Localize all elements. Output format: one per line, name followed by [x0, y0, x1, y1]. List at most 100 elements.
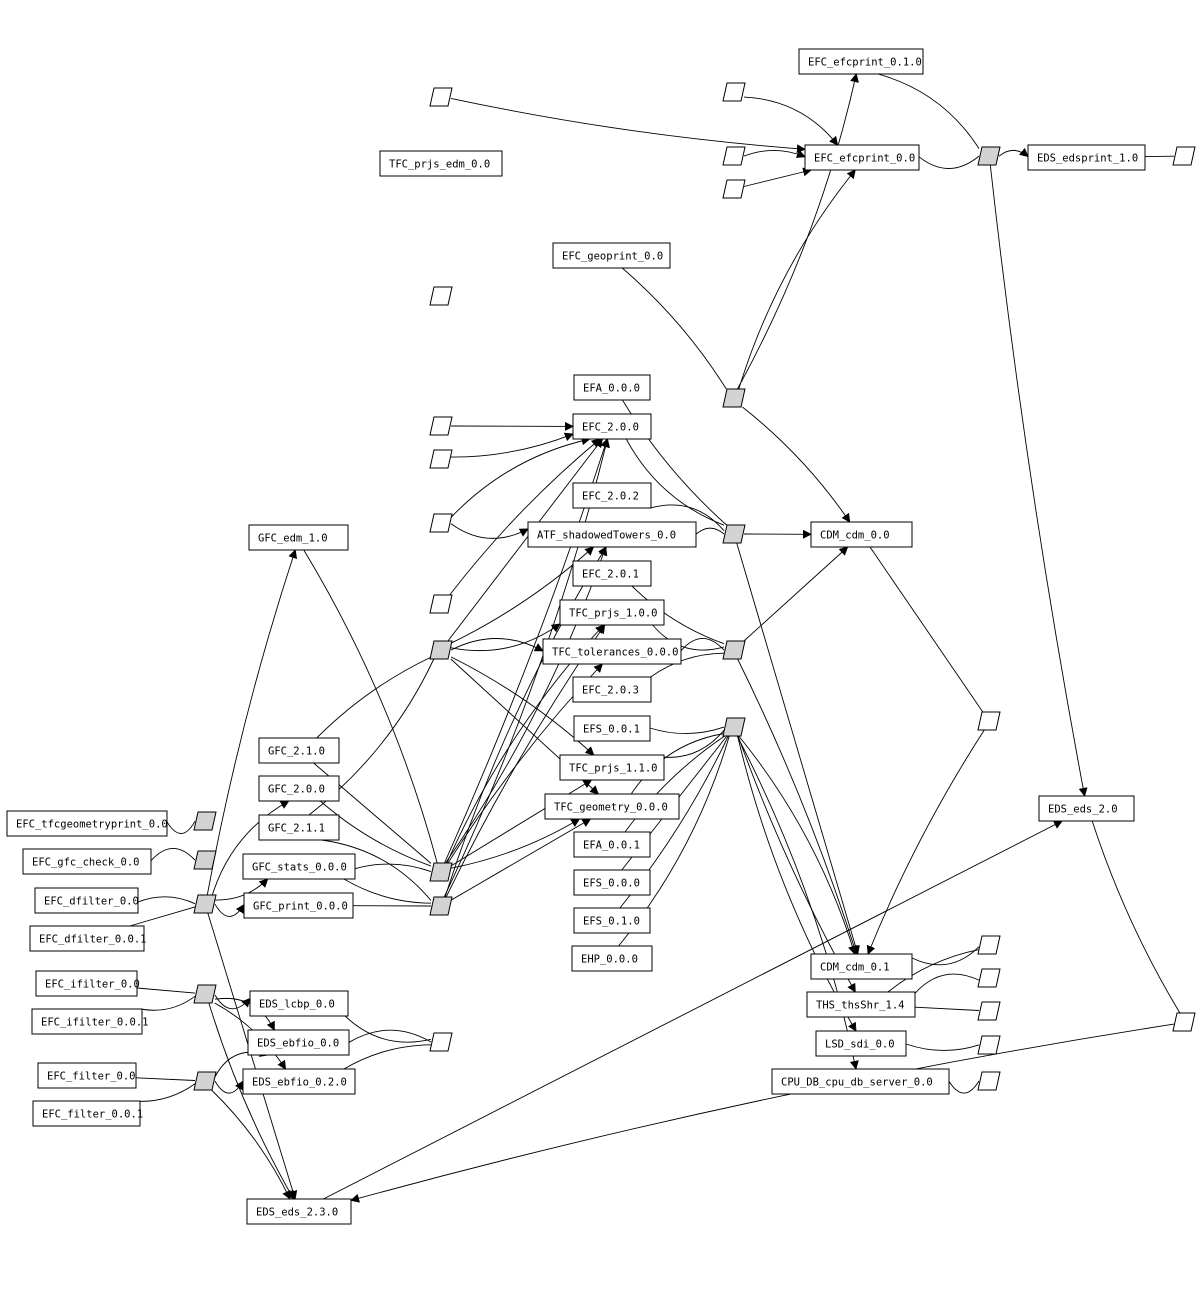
node-ehp_000[interactable]: EHP_0.0.0	[571, 945, 653, 972]
node-box[interactable]	[810, 521, 913, 548]
junction-white-p9[interactable]	[429, 513, 453, 533]
node-box[interactable]	[815, 1030, 907, 1057]
node-box[interactable]	[34, 887, 139, 914]
junction-white-p12[interactable]	[977, 935, 1001, 955]
node-box[interactable]	[242, 853, 356, 880]
junction-white-p5[interactable]	[1172, 146, 1196, 166]
node-box[interactable]	[573, 831, 651, 858]
node-cpu_db[interactable]: CPU_DB_cpu_db_server_0.0	[771, 1068, 950, 1095]
node-box[interactable]	[798, 48, 924, 75]
node-box[interactable]	[31, 1008, 143, 1035]
node-box[interactable]	[572, 560, 652, 587]
junction-white-p8[interactable]	[429, 449, 453, 469]
node-tfc_prjs_110[interactable]: TFC_prjs_1.1.0	[559, 754, 665, 781]
node-box[interactable]	[243, 892, 354, 919]
node-eds_230[interactable]: EDS_eds_2.3.0	[246, 1198, 352, 1225]
node-atf[interactable]: ATF_shadowedTowers_0.0	[527, 521, 697, 548]
node-efa_001[interactable]: EFA_0.0.1	[573, 831, 651, 858]
node-box[interactable]	[22, 848, 152, 875]
node-dfilter_00[interactable]: EFC_dfilter_0.0	[34, 887, 139, 914]
node-box[interactable]	[248, 524, 349, 551]
node-box[interactable]	[247, 1029, 350, 1056]
node-gfc_print[interactable]: GFC_print_0.0.0	[243, 892, 354, 919]
node-box[interactable]	[572, 413, 652, 440]
node-lsd[interactable]: LSD_sdi_0.0	[815, 1030, 907, 1057]
node-box[interactable]	[572, 676, 652, 703]
node-box[interactable]	[258, 737, 340, 764]
node-gfc_stats[interactable]: GFC_stats_0.0.0	[242, 853, 356, 880]
node-efs_000[interactable]: EFS_0.0.0	[573, 869, 651, 896]
node-box[interactable]	[242, 1068, 356, 1095]
node-efs_001[interactable]: EFS_0.0.1	[573, 715, 651, 742]
node-box[interactable]	[258, 814, 340, 841]
node-box[interactable]	[559, 599, 665, 626]
node-box[interactable]	[527, 521, 697, 548]
node-box[interactable]	[806, 991, 916, 1018]
junction-white-p18[interactable]	[1172, 1012, 1196, 1032]
junction-gray-g2[interactable]	[977, 146, 1001, 166]
node-box[interactable]	[1038, 795, 1135, 822]
node-ifilter_001[interactable]: EFC_ifilter_0.0.1	[31, 1008, 148, 1035]
node-box[interactable]	[29, 925, 145, 952]
junction-white-p2[interactable]	[722, 82, 746, 102]
node-efc_200[interactable]: EFC_2.0.0	[572, 413, 652, 440]
node-box[interactable]	[542, 638, 682, 665]
node-gfc_check[interactable]: EFC_gfc_check_0.0	[22, 848, 152, 875]
junction-gray-g1[interactable]	[722, 388, 746, 408]
junction-gray-g8[interactable]	[722, 640, 746, 660]
node-efs_010[interactable]: EFS_0.1.0	[573, 907, 651, 934]
node-box[interactable]	[573, 374, 651, 401]
junction-white-p17[interactable]	[429, 1032, 453, 1052]
node-gfc_edm[interactable]: GFC_edm_1.0	[248, 524, 349, 551]
junction-gray-g6[interactable]	[429, 896, 453, 916]
node-box[interactable]	[573, 715, 651, 742]
junction-gray-g11[interactable]	[193, 894, 217, 914]
node-efcprint_010[interactable]: EFC_efcprint_0.1.0	[798, 48, 924, 75]
node-tfc_tol[interactable]: TFC_tolerances_0.0.0	[542, 638, 682, 665]
node-box[interactable]	[379, 150, 503, 177]
junction-white-p13[interactable]	[977, 968, 1001, 988]
junction-white-p4[interactable]	[722, 179, 746, 199]
node-tfc_prjs_100[interactable]: TFC_prjs_1.0.0	[559, 599, 665, 626]
node-eds_lcbp[interactable]: EDS_lcbp_0.0	[249, 990, 349, 1017]
node-box[interactable]	[6, 810, 168, 837]
node-gfc_211[interactable]: GFC_2.1.1	[258, 814, 340, 841]
junction-gray-g7[interactable]	[722, 524, 746, 544]
node-box[interactable]	[810, 953, 913, 980]
node-eds_ebfio_00[interactable]: EDS_ebfio_0.0	[247, 1029, 350, 1056]
node-geoprint[interactable]: EFC_geoprint_0.0	[552, 242, 671, 269]
node-efcprint_00[interactable]: EFC_efcprint_0.0	[804, 144, 920, 171]
node-box[interactable]	[573, 869, 651, 896]
junction-white-p6[interactable]	[429, 286, 453, 306]
junction-white-p10[interactable]	[429, 594, 453, 614]
node-box[interactable]	[35, 970, 138, 997]
node-box[interactable]	[552, 242, 671, 269]
junction-white-p15[interactable]	[977, 1035, 1001, 1055]
node-efa_000[interactable]: EFA_0.0.0	[573, 374, 651, 401]
node-cdm_00[interactable]: CDM_cdm_0.0	[810, 521, 913, 548]
junction-gray-g4[interactable]	[193, 850, 217, 870]
node-box[interactable]	[571, 945, 653, 972]
node-box[interactable]	[249, 990, 349, 1017]
junction-gray-g3[interactable]	[429, 640, 453, 660]
node-box[interactable]	[573, 907, 651, 934]
junction-white-p14[interactable]	[977, 1001, 1001, 1021]
node-ths[interactable]: THS_thsShr_1.4	[806, 991, 916, 1018]
node-tfc_prjs_edm[interactable]: TFC_prjs_edm_0.0	[379, 150, 503, 177]
junction-gray-g9[interactable]	[722, 717, 746, 737]
junction-gray-g10[interactable]	[193, 811, 217, 831]
node-box[interactable]	[32, 1100, 141, 1127]
node-efc_201[interactable]: EFC_2.0.1	[572, 560, 652, 587]
junction-gray-g13[interactable]	[193, 1071, 217, 1091]
node-box[interactable]	[559, 754, 665, 781]
node-filter_00[interactable]: EFC_filter_0.0	[37, 1062, 137, 1089]
node-box[interactable]	[37, 1062, 137, 1089]
node-box[interactable]	[771, 1068, 950, 1095]
junction-white-p11[interactable]	[977, 711, 1001, 731]
junction-gray-g12[interactable]	[193, 984, 217, 1004]
node-box[interactable]	[544, 793, 680, 820]
node-eds_ebfio_020[interactable]: EDS_ebfio_0.2.0	[242, 1068, 356, 1095]
node-efc_203[interactable]: EFC_2.0.3	[572, 676, 652, 703]
node-cdm_01[interactable]: CDM_cdm_0.1	[810, 953, 913, 980]
node-efc_202[interactable]: EFC_2.0.2	[572, 482, 652, 509]
